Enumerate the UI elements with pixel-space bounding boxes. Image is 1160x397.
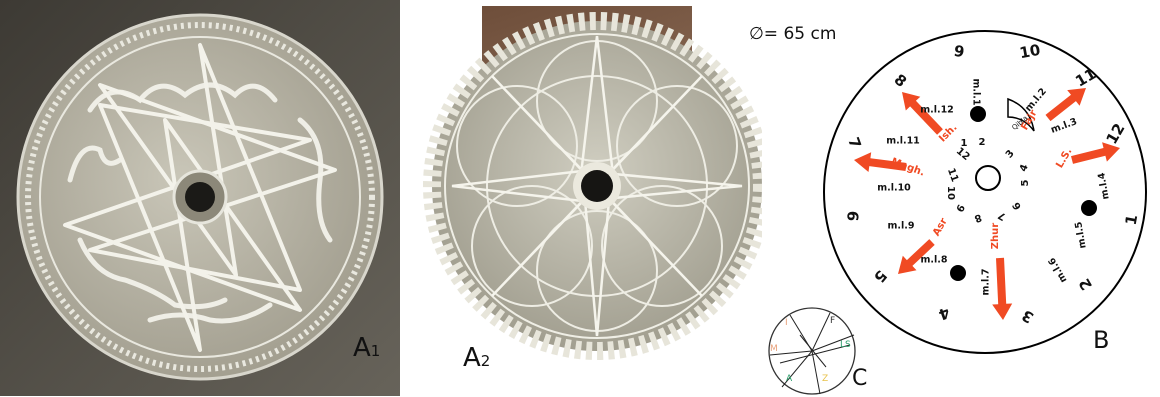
diagram-c-letter-a: A: [786, 374, 793, 384]
diagram-c-letter-i: I: [785, 318, 788, 328]
panel-label-a2: A2: [463, 343, 490, 373]
ml-label-10: m.l.10: [877, 183, 911, 194]
panel-label-a2-sub: 2: [481, 352, 491, 370]
photo-a1-inscribed-disc: [0, 0, 400, 396]
panel-label-a1-sub: 1: [371, 342, 381, 360]
ml-label-12: m.l.12: [920, 105, 954, 116]
panel-label-c: C: [852, 366, 867, 391]
ml-label-9: m.l.9: [888, 221, 915, 232]
marker-dot-bottom: [950, 265, 966, 281]
prayer-label-zhur: Zhur: [990, 223, 1001, 249]
inner-number-2: 2: [979, 137, 986, 148]
inner-number-5: 5: [1020, 179, 1031, 186]
ml-label-1: m.l.1: [971, 79, 982, 106]
marker-dot-top: [970, 106, 986, 122]
panel-label-a1-text: A: [353, 333, 371, 363]
diagram-c-letter-z: Z: [822, 374, 828, 384]
inner-number-10: 10: [945, 186, 956, 200]
ml-label-7: m.l.7: [981, 269, 992, 296]
outer-hour-6: 6: [843, 210, 862, 222]
photo-a2-geometric-disc: [422, 6, 762, 391]
panel-label-a2-text: A: [463, 343, 481, 373]
marker-dot-right: [1081, 200, 1097, 216]
diagram-c-letter-m: M: [770, 344, 778, 354]
ml-label-11: m.l.11: [886, 136, 920, 147]
ml-label-8: m.l.8: [921, 255, 948, 266]
center-hole: [976, 166, 1000, 190]
outer-hour-10: 10: [1018, 41, 1042, 62]
panel-label-b: B: [1093, 326, 1109, 354]
panel-label-a1: A1: [353, 333, 380, 363]
